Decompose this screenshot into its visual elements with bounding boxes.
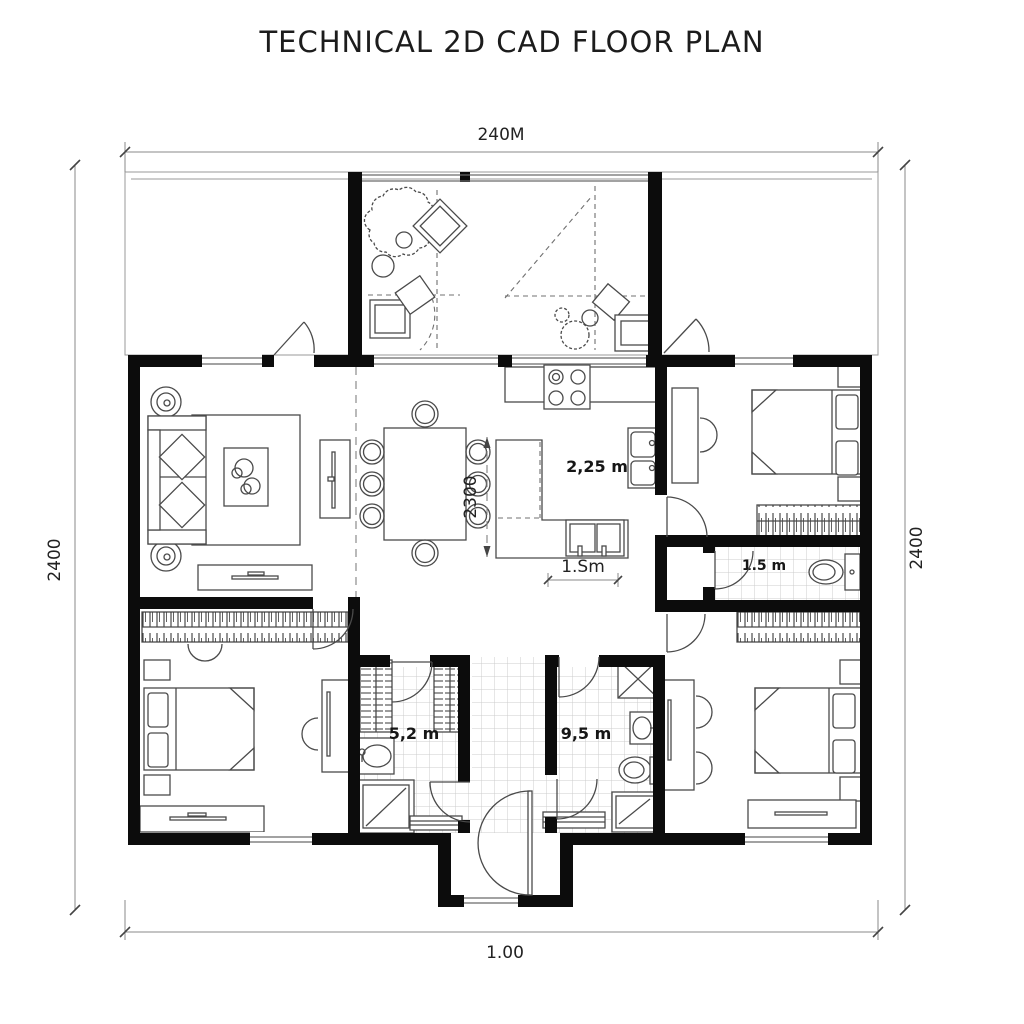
walls <box>128 172 872 907</box>
vanity-chair <box>187 643 223 662</box>
door-terrace-living <box>273 321 315 356</box>
bedroom-bottom-left <box>139 611 351 833</box>
dishwasher <box>565 519 625 557</box>
nightstand <box>143 659 171 681</box>
stove <box>543 364 591 410</box>
patio-table <box>412 198 468 254</box>
desk <box>661 679 713 791</box>
doors <box>273 318 754 896</box>
wardrobe <box>141 611 349 662</box>
closet <box>359 659 393 733</box>
windows <box>202 174 828 907</box>
window <box>202 354 262 368</box>
coffee-table <box>223 447 269 507</box>
sofa <box>147 415 207 545</box>
sideboard <box>197 564 313 591</box>
terrace-outline <box>124 171 879 356</box>
center-bathroom-label: 9,5 m <box>561 724 612 743</box>
window <box>745 832 828 846</box>
bathroom-sink <box>355 737 395 775</box>
bed <box>754 687 864 774</box>
hall-bathroom-label: 1.5 m <box>742 558 786 574</box>
floor-lamp-bottom <box>150 540 182 572</box>
window <box>250 832 312 846</box>
wardrobe <box>736 611 866 643</box>
patio-seating-left <box>369 274 436 351</box>
courtyard <box>363 186 656 352</box>
kitchen-sink <box>627 427 661 489</box>
desk-chair <box>699 417 718 453</box>
desk <box>671 387 718 484</box>
bedroom-top-right <box>671 365 868 538</box>
sliding-door <box>374 357 498 365</box>
overall-height-right-label: 2400 <box>907 526 927 569</box>
dresser <box>139 805 265 833</box>
entry-thresholds <box>409 811 606 831</box>
bathroom-sink <box>629 711 658 745</box>
dresser <box>747 799 857 829</box>
island-width-label: 1.Sm <box>561 557 605 577</box>
door-hall-bathroom <box>714 550 754 590</box>
nightstand <box>143 774 171 796</box>
door-bathroom-center-top <box>558 656 600 698</box>
threshold <box>409 815 463 831</box>
island-width-dimension: 1.Sm <box>543 557 623 587</box>
toilet <box>808 553 861 591</box>
shower <box>357 779 415 834</box>
bed <box>143 687 255 771</box>
door-entrance-main <box>477 790 533 896</box>
plants <box>554 307 599 350</box>
door-bedroom-bottom-right <box>666 613 706 653</box>
door-bathroom-left-bottom <box>429 781 471 823</box>
threshold <box>542 811 606 829</box>
overall-height-left-label: 2400 <box>45 538 65 581</box>
shower <box>611 791 659 833</box>
door-bathroom-left-top <box>391 661 433 703</box>
door-bedroom-top-right <box>666 496 708 538</box>
desk <box>301 679 351 773</box>
wardrobe <box>756 504 868 538</box>
page-title: TECHNICAL 2D CAD FLOOR PLAN <box>258 25 764 59</box>
bed <box>751 389 865 476</box>
dining-set <box>359 400 491 567</box>
living-room <box>147 367 357 597</box>
bedroom-bottom-right <box>661 611 866 829</box>
desk-chair <box>301 717 319 751</box>
bathroom-hall: 1.5 m <box>742 553 861 591</box>
dimension-left: 2400 <box>45 159 81 916</box>
desk-chair <box>695 751 713 785</box>
left-bathroom-label: 5,2 m <box>389 724 440 743</box>
dimension-right: 2400 <box>899 159 927 916</box>
window <box>362 174 648 182</box>
desk-chair <box>695 695 713 729</box>
window <box>464 895 518 907</box>
tv-unit <box>319 439 351 519</box>
patio-seating-right <box>591 282 656 352</box>
dimension-top: 240M <box>119 125 884 172</box>
island-height-label: 2300 <box>461 475 481 518</box>
door-living-bedroom <box>312 608 354 650</box>
floor-lamp-top <box>150 386 182 418</box>
sliding-door <box>512 357 646 365</box>
kitchen: 2,25 m 2300 1.Sm <box>461 364 661 587</box>
island-height-dimension: 2300 <box>461 437 491 557</box>
overall-width-label: 240M <box>477 125 524 145</box>
dimension-bottom: 1.00 <box>119 900 884 963</box>
window <box>735 354 793 368</box>
entry-width-label: 1.00 <box>486 943 524 963</box>
kitchen-area-label: 2,25 m <box>566 457 628 476</box>
door-bathroom-center-bottom <box>556 778 598 820</box>
door-terrace-right <box>663 318 710 354</box>
kitchen-island <box>495 439 629 559</box>
